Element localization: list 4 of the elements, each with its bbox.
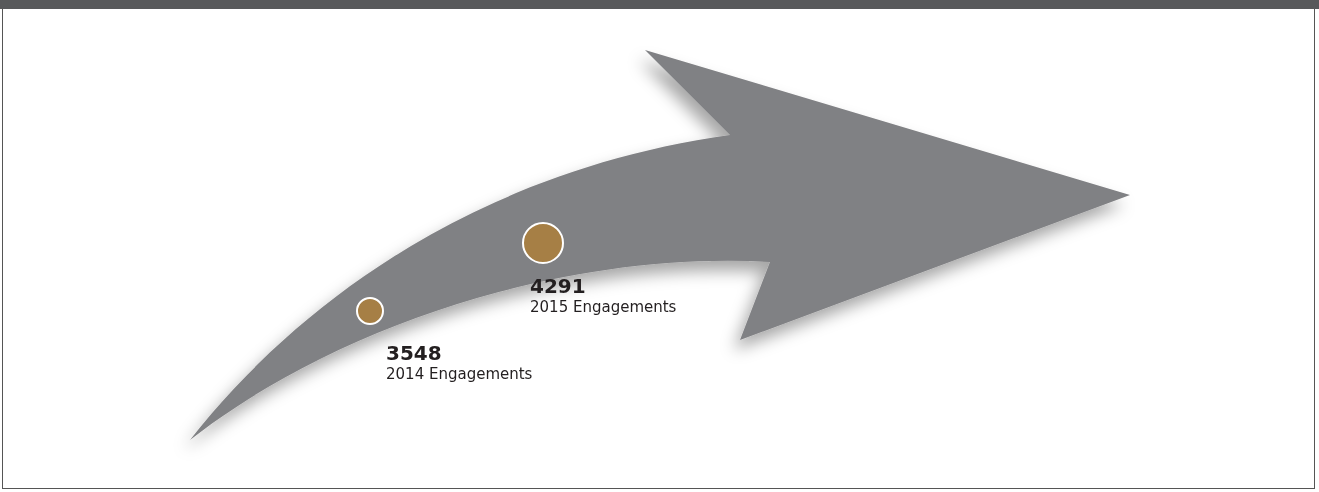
value-number: 4291 xyxy=(530,275,586,297)
value-caption: 2015 Engagements xyxy=(530,298,677,316)
value-caption: 2014 Engagements xyxy=(386,365,533,383)
value-number: 3548 xyxy=(386,342,442,364)
